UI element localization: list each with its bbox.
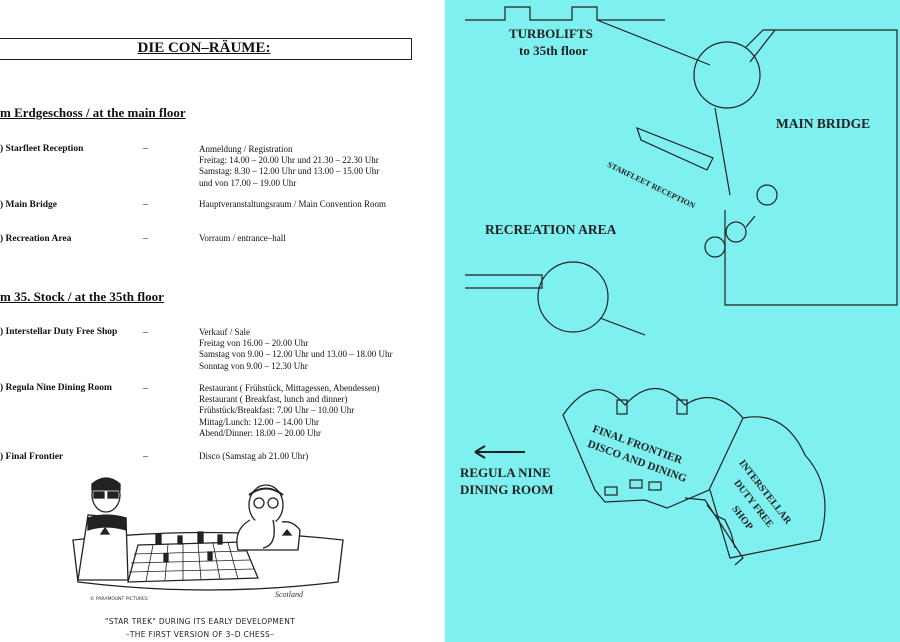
artist-signature: Scotland <box>275 590 303 599</box>
room-final-frontier: ) Final Frontier <box>0 452 64 462</box>
dash: – <box>143 199 148 210</box>
dash: – <box>143 143 148 154</box>
final-frontier-pillar <box>676 399 688 415</box>
pillar <box>756 184 778 206</box>
label-recreation-area: RECREATION AREA <box>485 222 617 237</box>
cartoon-caption-line-2: –THE FIRST VERSION OF 3–D CHESS– <box>125 630 275 639</box>
final-frontier-pillar <box>616 399 628 415</box>
left-page: DIE CON–RÄUME: m Erdgeschoss / at the ma… <box>0 0 445 642</box>
pillar <box>725 221 747 243</box>
section-heading-35th-floor: m 35. Stock / at the 35th floor <box>0 289 164 304</box>
title-box: DIE CON–RÄUME: <box>0 38 412 60</box>
label-regula-nine: REGULA NINE <box>460 465 551 480</box>
main-bridge-walls <box>724 29 898 306</box>
section-heading-main-floor: m Erdgeschoss / at the main floor <box>0 105 186 120</box>
duty-free-outline <box>709 416 826 559</box>
floor-map-drawing <box>465 6 898 566</box>
dash: – <box>143 327 148 338</box>
dash: – <box>143 451 148 462</box>
room-regula-nine: ) Regula Nine Dining Room <box>0 383 112 393</box>
label-turbolifts-floor: to 35th floor <box>519 43 588 58</box>
dash: – <box>143 233 148 244</box>
room-description: Anmeldung / Registration Freitag: 14.00 … <box>199 144 380 188</box>
room-main-bridge: ) Main Bridge <box>0 200 57 210</box>
room-recreation-area: ) Recreation Area <box>0 234 72 244</box>
reception-desk <box>636 126 714 171</box>
page-title: DIE CON–RÄUME: <box>137 40 271 56</box>
room-description: Hauptveranstaltungsraum / Main Conventio… <box>199 199 386 209</box>
copyright-notice: © PARAMOUNT PICTURES <box>90 597 148 602</box>
recreation-column <box>537 261 609 333</box>
label-dining-room: DINING ROOM <box>460 482 554 497</box>
turbolift-outline <box>465 6 665 21</box>
label-turbolifts: TURBOLIFTS <box>509 26 593 41</box>
main-bridge-column <box>693 41 761 109</box>
room-description: Vorraum / entrance–hall <box>199 233 286 243</box>
room-description: Restaurant ( Frühstück, Mittagessen, Abe… <box>199 383 380 438</box>
cartoon-caption-line-1: "STAR TREK" DURING ITS EARLY DEVELOPMENT <box>105 617 295 626</box>
label-main-bridge: MAIN BRIDGE <box>776 116 871 131</box>
chess-cartoon-illustration <box>72 477 344 591</box>
room-duty-free-shop: ) Interstellar Duty Free Shop <box>0 327 118 337</box>
floor-map-page: TURBOLIFTS to 35th floor MAIN BRIDGE STA… <box>445 0 900 642</box>
room-description: Verkauf / Sale Freitag von 16.00 – 20.00… <box>199 327 393 371</box>
final-frontier-outline <box>562 388 744 509</box>
dash: – <box>143 383 148 394</box>
pillar <box>704 236 726 258</box>
room-starfleet-reception: ) Starfleet Reception <box>0 144 84 154</box>
room-description: Disco (Samstag ab 21.00 Uhr) <box>199 451 309 461</box>
